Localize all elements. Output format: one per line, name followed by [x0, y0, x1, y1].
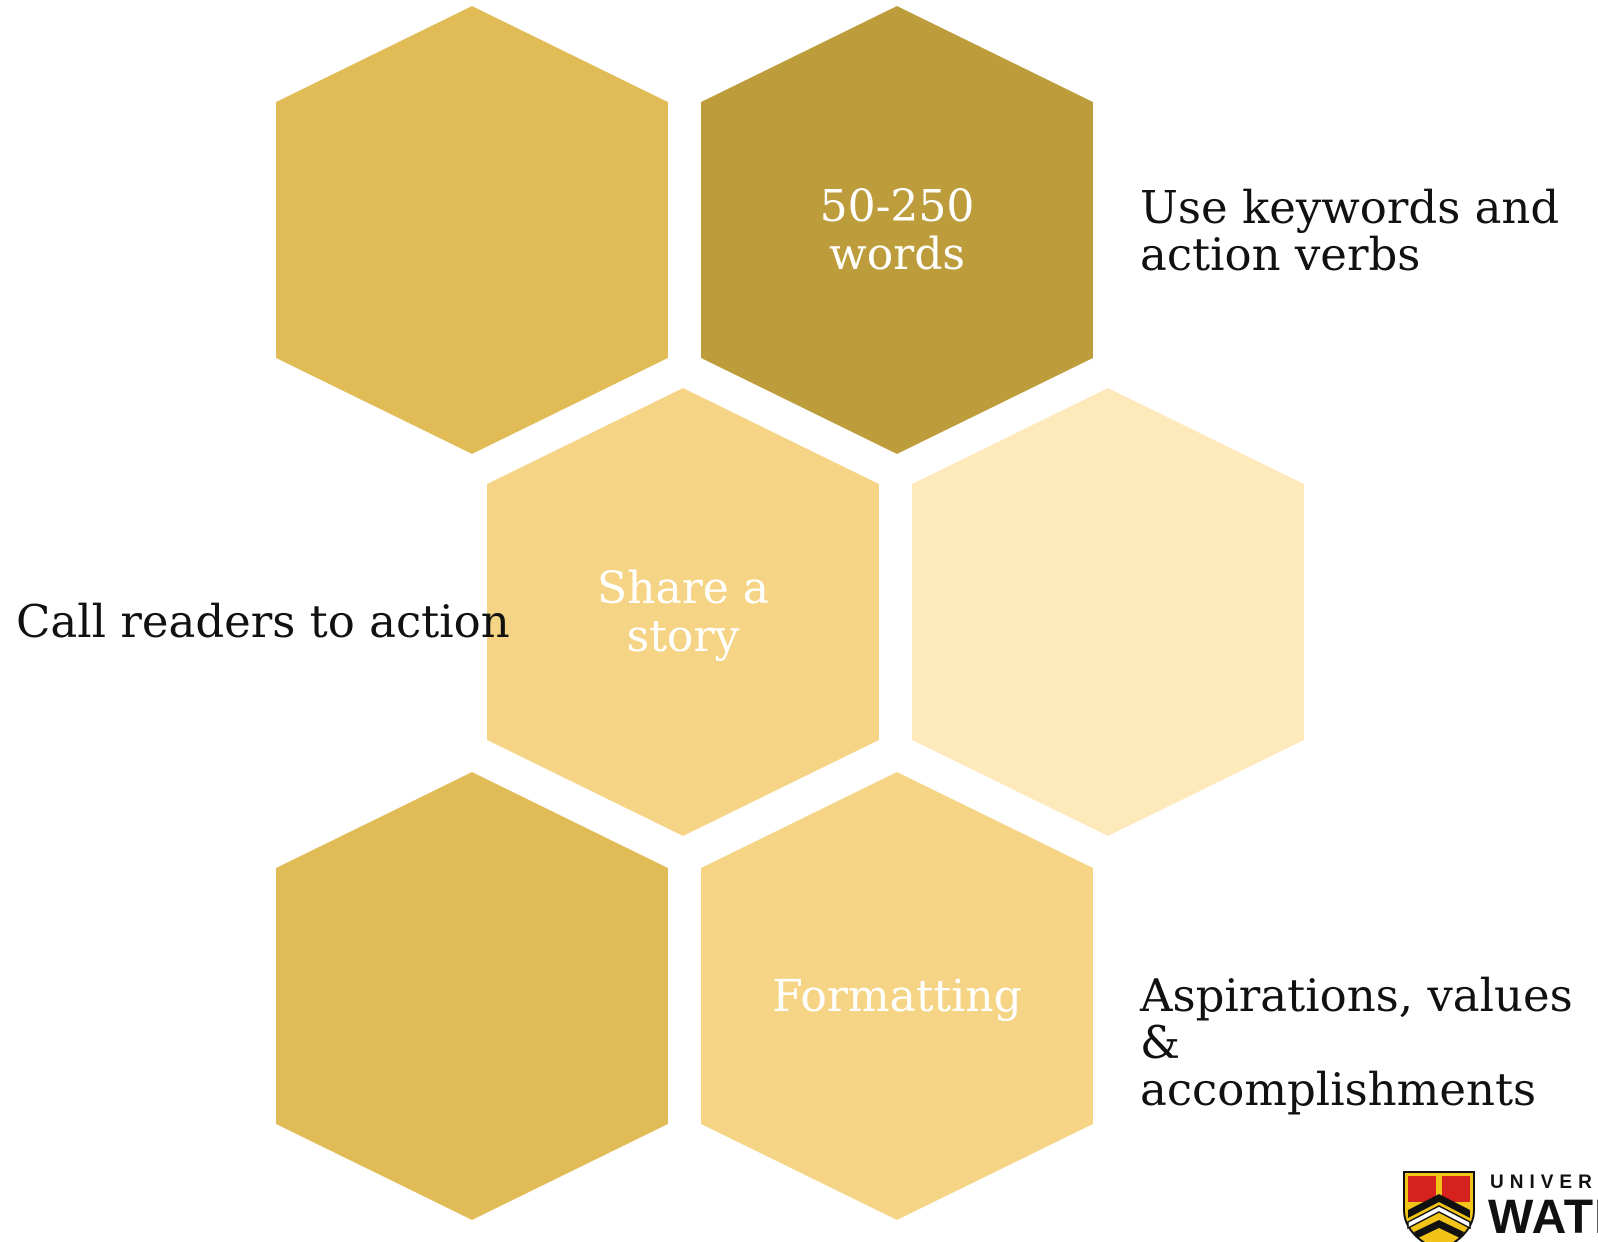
hexagon-bottom-right	[701, 772, 1093, 1220]
hexagon-middle-right	[912, 388, 1304, 836]
hexagon-top-right-text-line-1: 50-250	[820, 181, 975, 232]
hexagon-middle-left	[487, 388, 879, 836]
hexagon-top-left	[276, 6, 668, 454]
hexagon-top-right	[701, 6, 1093, 454]
label-aspirations: Aspirations, values & accomplishments	[1140, 969, 1573, 1116]
hexagon-middle-left-text-line-1: Share a	[597, 563, 769, 614]
hexagon-top-right-text-line-2: words	[829, 229, 965, 280]
logo-waterloo-text: WATERLOO	[1488, 1191, 1598, 1242]
university-logo: UNIVERSITY OF WATERLOO	[1400, 1168, 1598, 1242]
hexagon-bottom-left	[276, 772, 668, 1220]
label-use-keywords: Use keywords and action verbs	[1140, 181, 1560, 281]
label-call-to-action: Call readers to action	[16, 595, 510, 648]
hexagon-bottom-right-text-line-1: Formatting	[772, 971, 1022, 1022]
crest-icon	[1403, 1171, 1475, 1242]
hexagon-middle-left-text-line-2: story	[627, 611, 740, 662]
logo-university-text: UNIVERSITY OF	[1490, 1172, 1598, 1193]
